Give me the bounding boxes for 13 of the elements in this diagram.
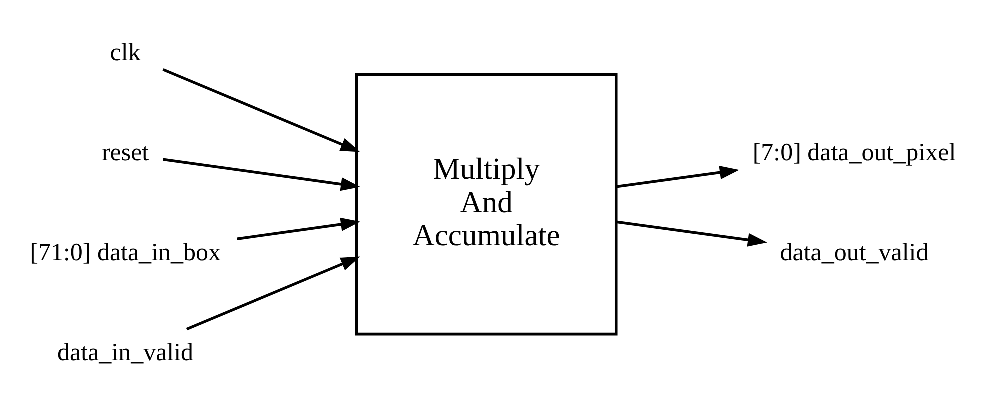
arrow	[616, 220, 768, 247]
node-box: Multiply And Accumulate	[355, 73, 618, 336]
node-text: clk	[110, 40, 141, 67]
arrow	[163, 158, 360, 192]
arrow	[616, 166, 740, 188]
node-text: reset	[102, 140, 150, 167]
arrow	[237, 218, 360, 240]
arrow	[186, 256, 360, 331]
node-text: [7:0] data_out_pixel	[752, 140, 956, 167]
node-text: data_in_valid	[58, 340, 194, 367]
node-text: data_out_valid	[780, 240, 929, 267]
node-text: [71:0] data_in_box	[30, 240, 221, 267]
arrow	[162, 68, 360, 152]
